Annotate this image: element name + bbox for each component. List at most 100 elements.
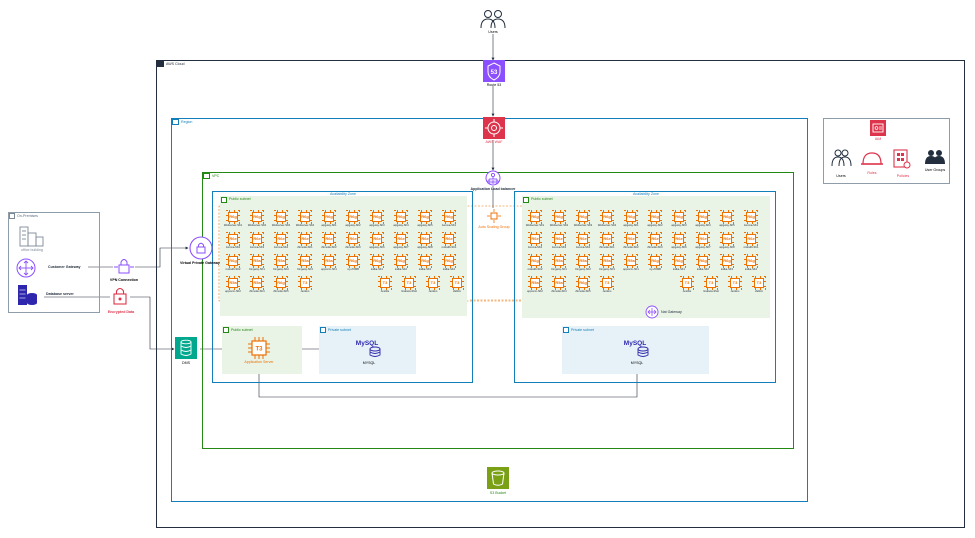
iam-user-groups[interactable] [924, 148, 946, 166]
application-server[interactable]: T3 [248, 337, 270, 359]
encrypted-data[interactable] [111, 287, 129, 305]
mysql-right[interactable]: MySQL [623, 337, 651, 359]
alb-service[interactable] [485, 170, 501, 186]
customer-gateway[interactable] [15, 257, 37, 279]
users-top-group[interactable] [478, 8, 508, 30]
mysql-left[interactable]: MySQL [355, 337, 383, 359]
iam-roles[interactable] [860, 150, 884, 168]
instance-type: R6g [531, 258, 539, 263]
iam-users[interactable] [830, 148, 852, 170]
waf-service[interactable] [483, 117, 505, 139]
database-server[interactable] [16, 284, 38, 306]
s3-bucket[interactable] [487, 467, 509, 489]
autoscaling-service[interactable] [487, 209, 501, 223]
virtual-private-gateway[interactable] [189, 236, 213, 260]
instance-name: apigway-SK8 [719, 246, 735, 249]
iam-policies[interactable] [893, 148, 911, 170]
route53-service[interactable]: 53 [483, 60, 505, 82]
nat-gateway[interactable] [645, 305, 659, 319]
dms-service[interactable] [175, 337, 197, 359]
vpn-connection[interactable] [114, 256, 134, 276]
instance-type: R6e [325, 236, 333, 241]
iam-service[interactable] [870, 120, 886, 136]
